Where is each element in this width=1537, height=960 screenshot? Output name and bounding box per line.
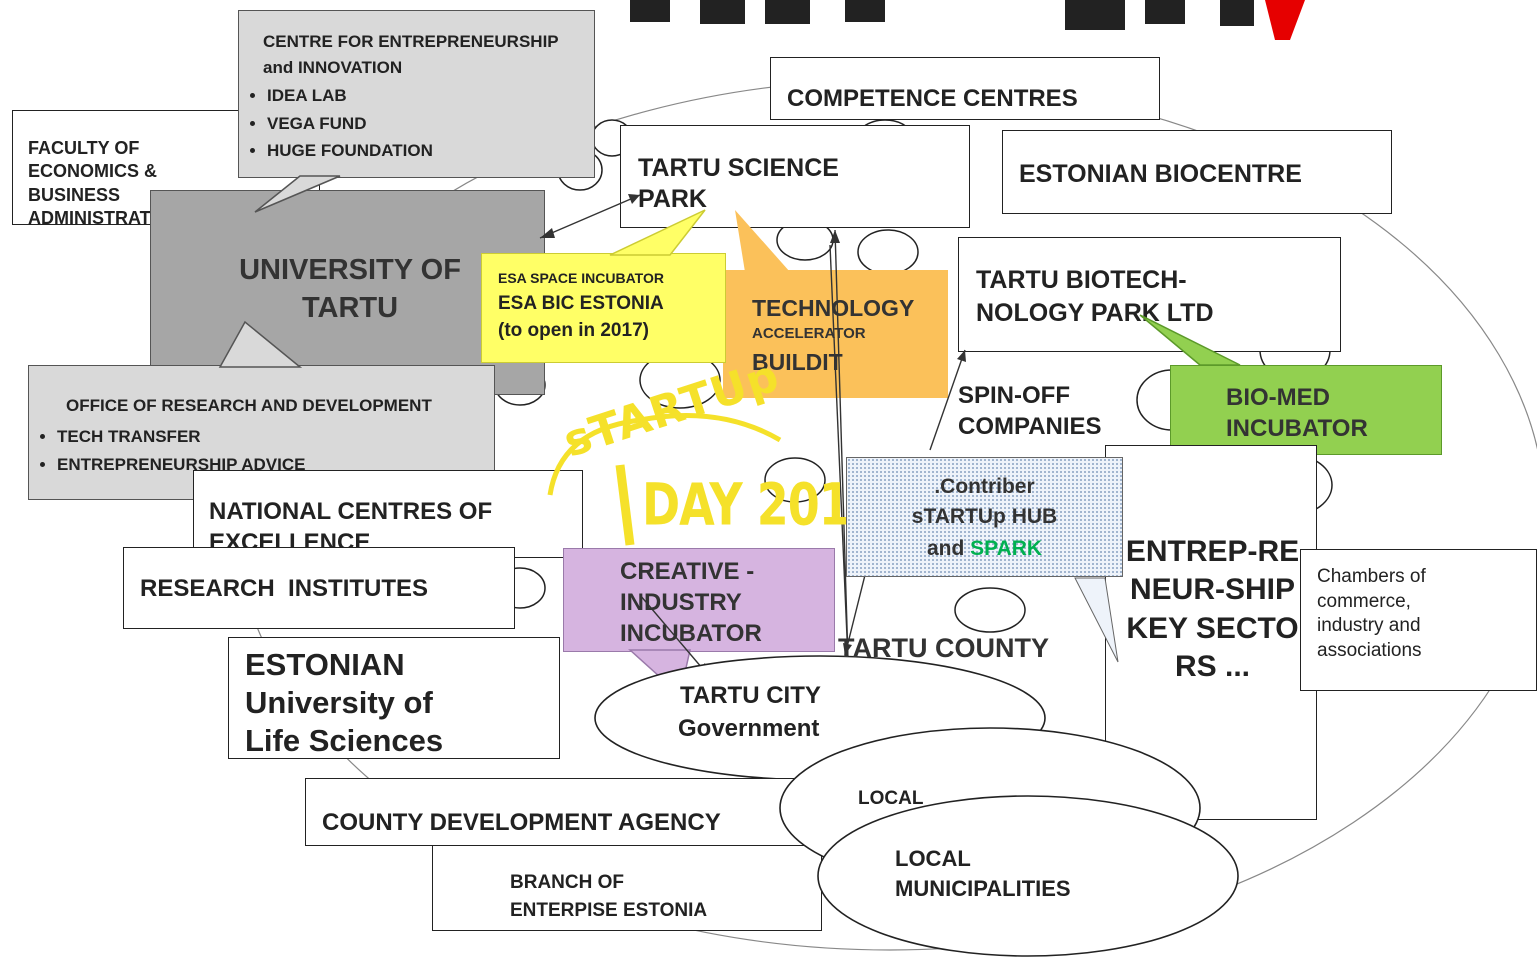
research-institutes-box [123,547,515,629]
local-partial-label: LOCAL [858,788,924,809]
city-gov-line2: Government [678,715,820,742]
title-fragments [630,0,1305,40]
centre-title: CENTRE FOR ENTREPRENEURSHIP and INNOVATI… [263,32,559,78]
local-municipalities-line1: LOCAL [895,846,971,871]
startup-logo-bottom: DAY 2016 [642,470,882,539]
esa-line3: (to open in 2017) [498,320,649,341]
branch-line1: BRANCH OF [510,872,624,893]
centre-callout: CENTRE FOR ENTREPRENEURSHIP and INNOVATI… [238,10,595,178]
biocentre-box [1002,130,1392,214]
science-park-box [620,125,970,228]
estonian-univ-line3: Life Sciences [245,723,444,758]
county-agency-box [305,778,825,846]
callout-tails [218,175,1241,697]
centre-item: VEGA FUND [267,111,433,137]
research-office-title: OFFICE OF RESEARCH AND DEVELOPMENT [66,396,432,415]
university-label: UNIVERSITY OF TARTU [239,254,461,324]
tartu-county-label: TARTU COUNTY [838,633,1049,663]
research-institutes-label: RESEARCH INSTITUTES [140,575,429,602]
biotech-label: TARTU BIOTECH-NOLOGY PARK LTD [976,266,1214,327]
contriber-box [846,457,1123,577]
local-municipalities-line2: MUNICIPALITIES [895,876,1071,901]
technology-line3: BUILDIT [752,349,843,375]
faculty-label: FACULTY OF ECONOMICS & BUSINESS ADMINIST… [28,138,183,229]
chambers-box [1300,549,1537,691]
chambers-label: Chambers of commerce, industry and assoc… [1317,566,1426,662]
local-ellipse-front [817,795,1239,957]
research-office-list: TECH TRANSFER ENTREPRENEURSHIP ADVICE [29,422,305,481]
connector-arrows [539,194,966,676]
spark-label: SPARK [970,537,1043,560]
estonian-univ-line2: University of [245,685,433,720]
contriber-and: and [926,537,971,560]
esa-line2: ESA BIC ESTONIA [498,293,664,314]
university-box [150,190,545,395]
creative-label: CREATIVE - INDUSTRY INCUBATOR [620,558,762,648]
entrepreneurship-label: ENTREP-RENEUR-SHIP KEY SECTORS ... [1125,535,1300,684]
startup-logo-mark [547,413,782,546]
spinoff-label: SPIN-OFF COMPANIES [958,382,1102,441]
centre-item: HUGE FOUNDATION [267,138,433,164]
technology-line2: ACCELERATOR [752,325,866,342]
contriber-line3: and SPARK [846,537,1123,561]
branch-line2: ENTERPISE ESTONIA [510,900,708,921]
esa-box [481,253,726,363]
biocentre-label: ESTONIAN BIOCENTRE [1019,160,1302,188]
centre-list: IDEA LAB VEGA FUND HUGE FOUNDATION [239,81,433,166]
competence-box [770,57,1160,120]
county-agency-label: COUNTY DEVELOPMENT AGENCY [322,809,721,836]
competence-label: COMPETENCE CENTRES [787,85,1078,112]
biotech-box [958,237,1341,352]
research-office-item: ENTREPRENEURSHIP ADVICE [57,452,305,478]
centre-item: IDEA LAB [267,83,433,109]
biomed-label: BIO-MED INCUBATOR [1226,384,1368,443]
esa-line1: ESA SPACE INCUBATOR [498,270,664,286]
research-office-item: TECH TRANSFER [57,424,305,450]
contriber-line2: sTARTUp HUB [911,505,1058,528]
branch-box [432,845,822,931]
estonian-univ-box [228,637,560,759]
city-gov-line1: TARTU CITY [680,682,821,709]
estonian-univ-line1: ESTONIAN [245,647,405,682]
science-park-label: TARTU SCIENCE PARK [638,154,839,214]
creative-box [563,548,835,652]
contriber-line1: .Contriber [934,475,1035,498]
